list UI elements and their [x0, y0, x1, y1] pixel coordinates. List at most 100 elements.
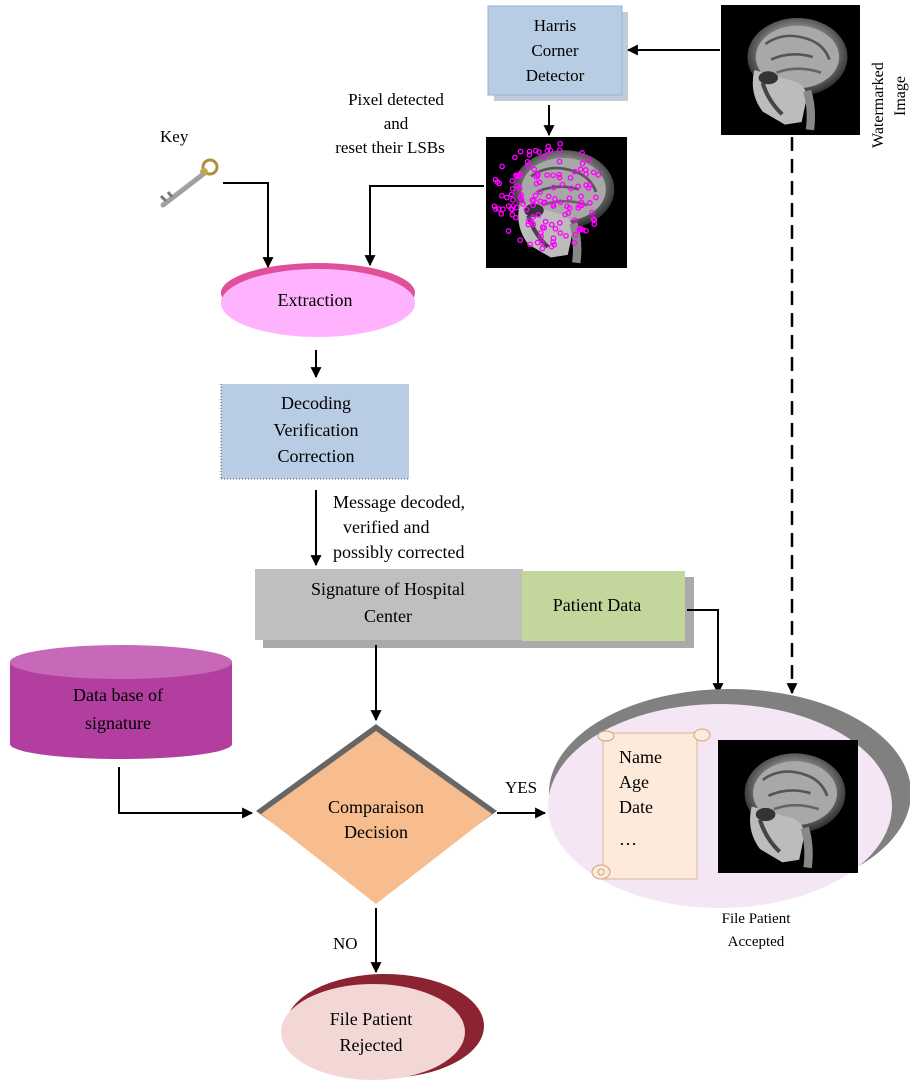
corner-point: [559, 181, 566, 188]
arrow-database-to-comparison: [118, 767, 254, 819]
corner-point: [595, 171, 602, 178]
corner-point: [592, 194, 599, 201]
corner-point: [532, 192, 539, 199]
corner-point: [552, 225, 559, 232]
corner-point: [517, 237, 524, 244]
watermarked-label-line1: Watermarked: [870, 62, 887, 148]
corner-point: [590, 216, 597, 222]
corner-point: [517, 148, 524, 155]
corner-point: [512, 154, 518, 161]
file-patient-accepted: Name Age Date …: [548, 689, 910, 908]
corner-point: [571, 240, 578, 246]
decoding-line2: Verification: [274, 420, 359, 440]
corner-point: [499, 192, 505, 199]
field-age: Age: [619, 772, 649, 792]
corner-point: [524, 159, 531, 165]
corner-point: [544, 172, 550, 178]
rejected-line1: File Patient: [330, 1009, 413, 1029]
harris-corner-detector-box: Harris Corner Detector: [487, 5, 628, 101]
corner-point: [535, 171, 541, 178]
corner-point: [556, 158, 563, 165]
corner-point: [504, 194, 510, 201]
corner-point: [578, 199, 585, 206]
decoding-line1: Decoding: [281, 393, 351, 413]
accepted-label-line1: File Patient: [722, 911, 792, 927]
corner-point: [542, 218, 549, 225]
message-line1: Message decoded,: [333, 492, 465, 512]
comparison-line2: Decision: [344, 822, 408, 842]
corner-point: [550, 201, 557, 208]
corner-point: [585, 157, 592, 163]
corner-point: [499, 163, 505, 170]
corner-point: [563, 232, 569, 239]
corner-point: [589, 209, 595, 216]
corner-point: [508, 191, 515, 198]
accepted-label-line2: Accepted: [728, 934, 785, 950]
watermarked-image-label: Watermarked Image: [870, 62, 909, 148]
corner-point: [531, 166, 538, 173]
field-ellipsis: …: [619, 829, 637, 849]
corner-point: [527, 241, 533, 248]
corner-point: [575, 183, 581, 190]
pixel-detected-label: Pixel detected and reset their LSBs: [335, 90, 445, 157]
corner-point: [540, 153, 547, 160]
corner-point: [510, 197, 516, 203]
corner-point: [556, 147, 563, 154]
corner-point: [571, 168, 578, 175]
watermarked-mri-image: [721, 5, 860, 135]
arrow-patientdata-to-accepted: [687, 609, 724, 695]
corner-point: [531, 197, 537, 204]
corner-point: [556, 174, 563, 181]
corner-point: [551, 241, 558, 248]
corner-point: [557, 230, 564, 236]
extraction-node: Extraction: [221, 263, 415, 337]
arrow-pixels-to-extraction: [364, 185, 484, 267]
corner-point: [530, 214, 536, 220]
signature-line1: Signature of Hospital: [311, 579, 465, 599]
corner-point: [557, 199, 564, 206]
corner-point: [505, 228, 512, 234]
corner-point: [500, 206, 506, 213]
corner-point: [498, 211, 505, 217]
corner-point: [509, 211, 516, 218]
patient-data-label: Patient Data: [553, 595, 641, 615]
key-icon: [159, 158, 219, 208]
rejected-line2: Rejected: [340, 1035, 403, 1055]
scroll-icon: [591, 728, 711, 880]
corner-point: [566, 205, 573, 211]
corner-point: [577, 166, 584, 173]
corner-point: [535, 211, 542, 218]
decoding-line3: Correction: [278, 446, 355, 466]
corner-point: [550, 235, 557, 242]
corner-point: [517, 171, 523, 178]
corner-point: [548, 221, 555, 228]
corner-point: [568, 185, 574, 192]
corner-point: [545, 193, 552, 200]
corner-point: [583, 227, 589, 234]
corner-point: [550, 184, 557, 191]
corner-point: [523, 206, 530, 213]
corner-point: [545, 143, 552, 150]
corner-point: [532, 147, 539, 154]
message-decoded-label: Message decoded, verified and possibly c…: [333, 492, 465, 562]
corner-point: [552, 196, 558, 202]
harris-label-line2: Corner: [531, 41, 579, 60]
corner-point: [533, 180, 540, 187]
corner-point: [526, 148, 533, 155]
signature-line2: Center: [364, 606, 412, 626]
pixel-detected-line2: and: [384, 114, 409, 133]
accepted-mri-image: [718, 740, 858, 873]
corner-point: [536, 149, 542, 155]
comparison-line1: Comparaison: [328, 797, 424, 817]
comparison-decision-diamond: Comparaison Decision: [256, 724, 497, 904]
corner-point: [539, 239, 545, 246]
corner-point: [591, 221, 598, 228]
corner-point: [509, 185, 516, 192]
signature-patient-bar: Signature of Hospital Center Patient Dat…: [255, 569, 694, 648]
corner-point: [538, 229, 544, 236]
field-name: Name: [619, 747, 662, 767]
corner-point: [572, 231, 579, 238]
corner-point: [587, 200, 593, 206]
yes-label: YES: [505, 778, 537, 797]
message-line2: verified and: [343, 517, 429, 537]
